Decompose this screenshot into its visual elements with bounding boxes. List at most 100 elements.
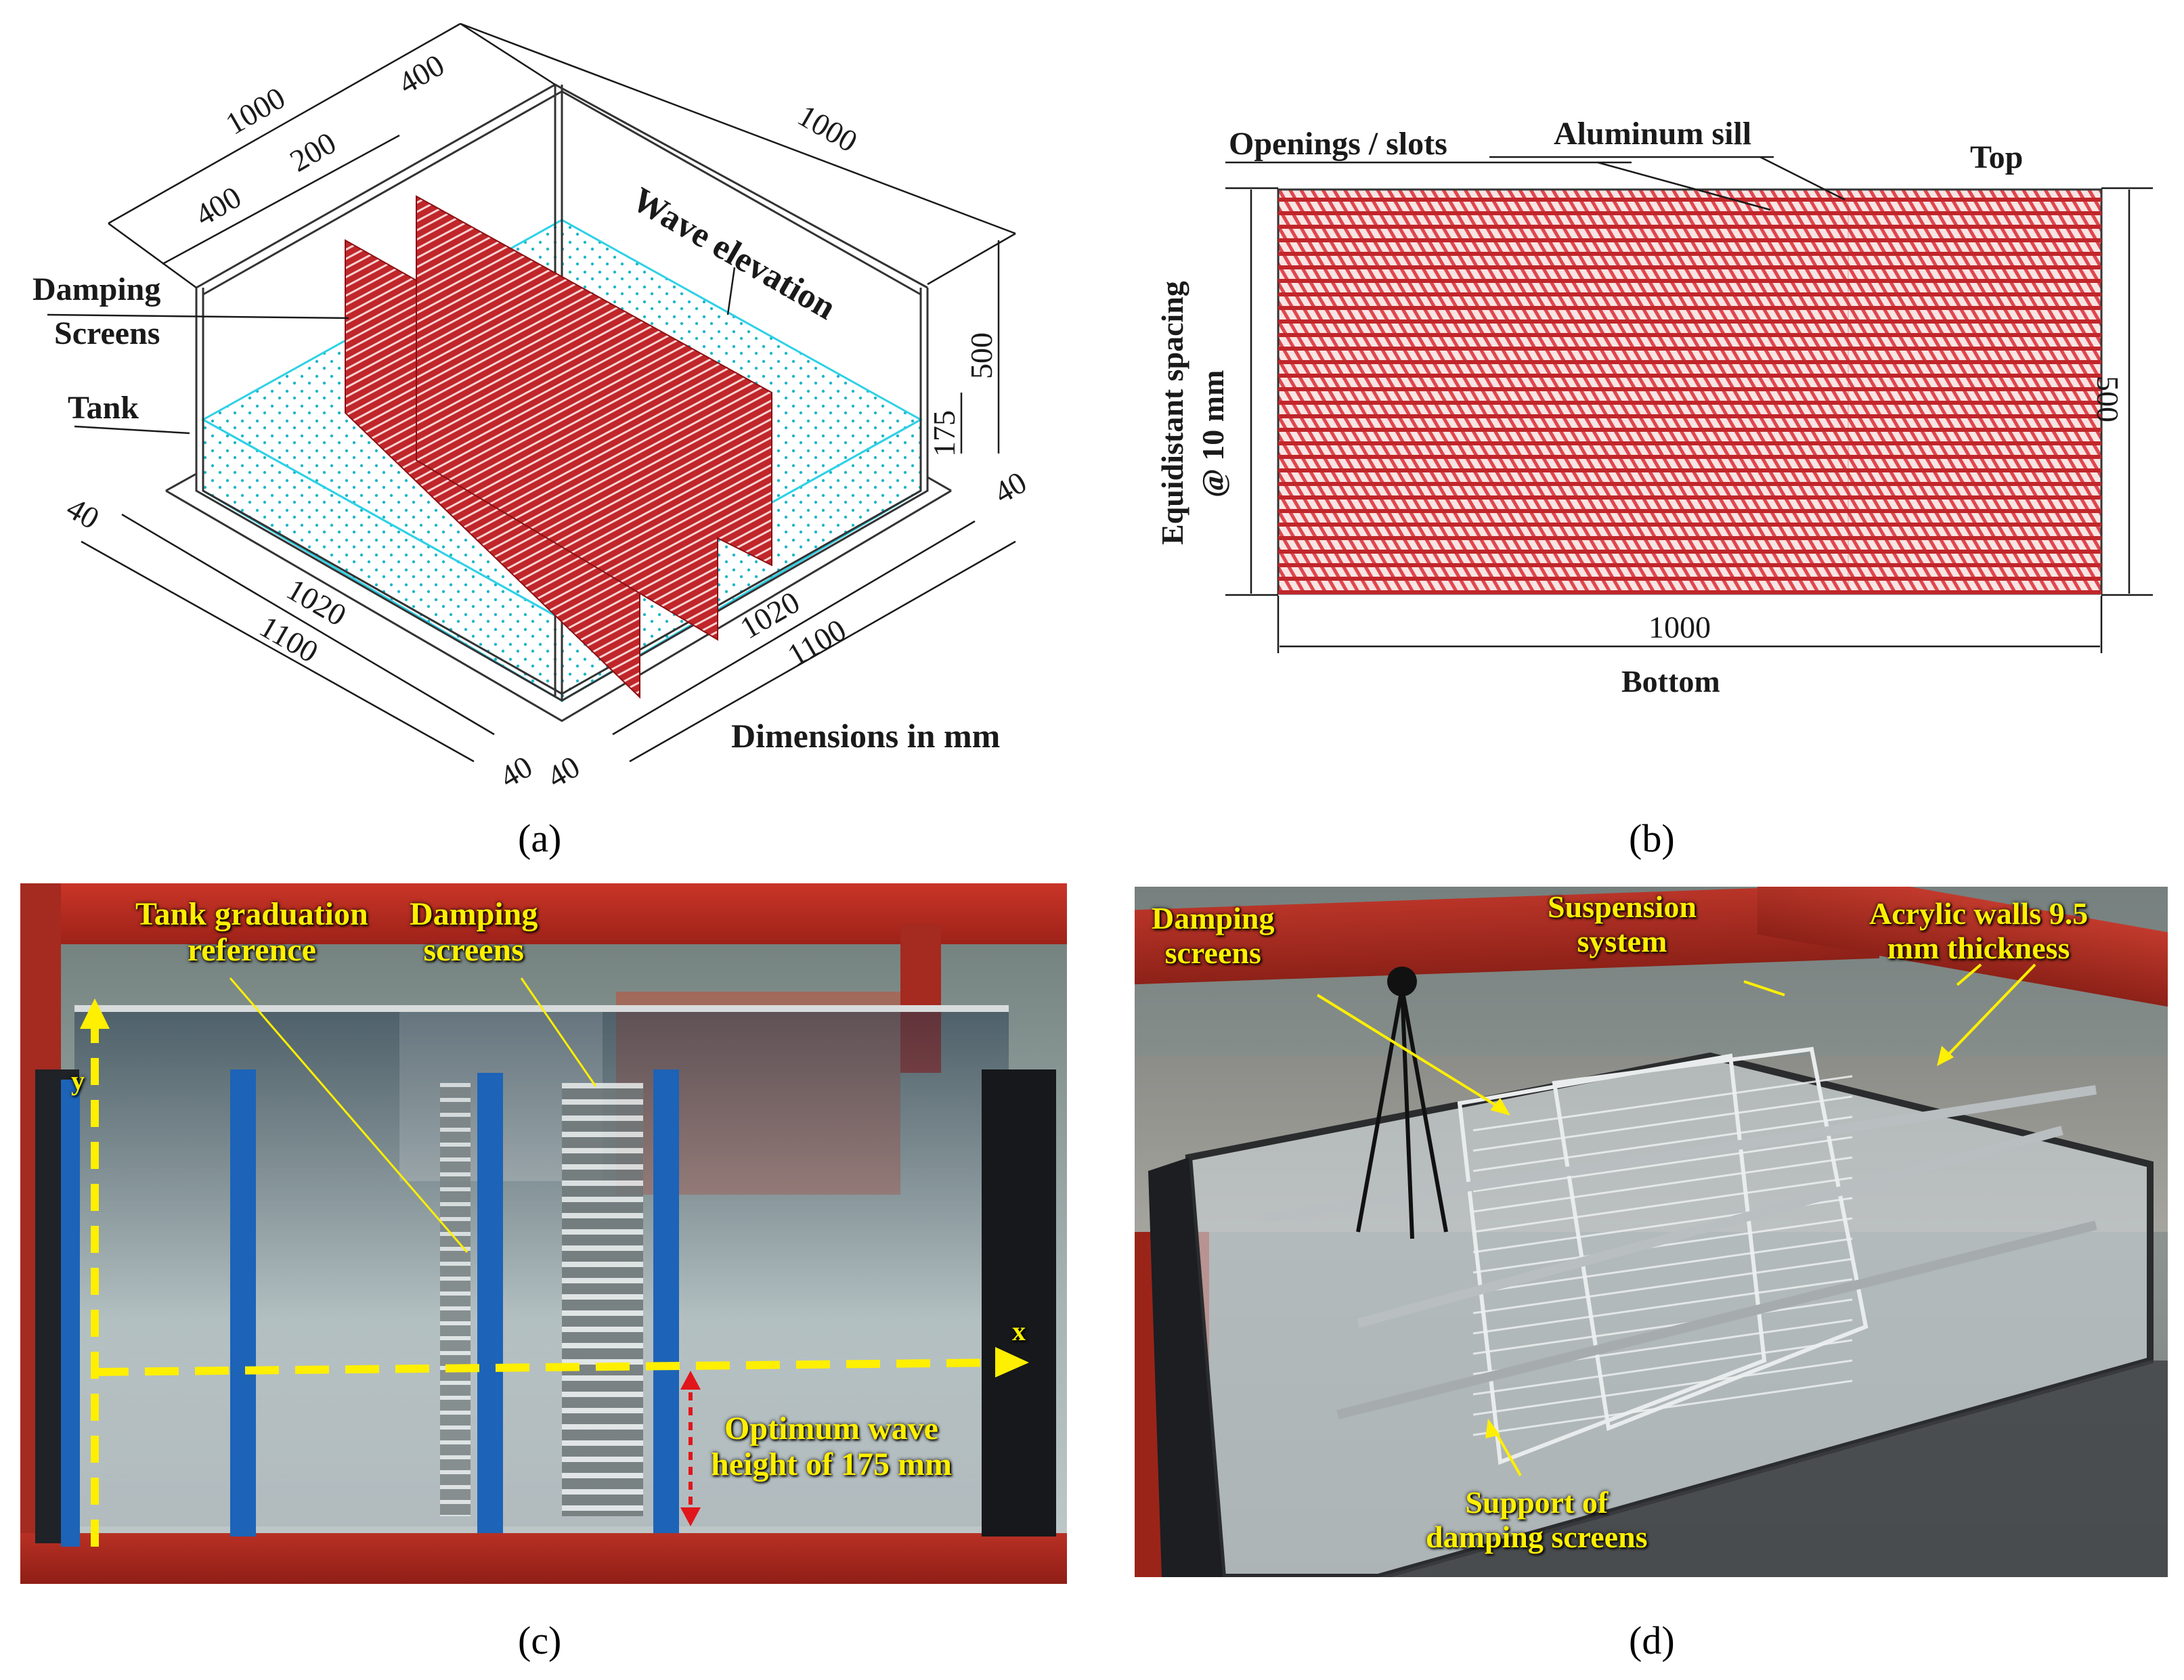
aluminum-sill — [1278, 482, 2101, 486]
screen-slat — [1472, 1237, 1853, 1294]
aluminum-sill — [1278, 360, 2101, 364]
dim-40-bottom-2: 40 — [542, 749, 586, 794]
aluminum-sill — [1278, 333, 2101, 337]
dim-500: 500 — [964, 332, 999, 379]
aluminum-sill — [1278, 292, 2101, 296]
damping-screen-2 — [416, 195, 772, 641]
dim-1000-right: 1000 — [792, 97, 863, 158]
screen-slats-c — [562, 1083, 643, 1516]
aluminum-sill — [1278, 523, 2101, 527]
dim-175: 175 — [927, 410, 961, 457]
suspension-line-2: system — [1577, 923, 1667, 958]
aluminum-sill — [1278, 590, 2101, 594]
aluminum-sill — [1278, 536, 2101, 540]
screen-slat — [1472, 1136, 1853, 1193]
photo-top-view: Damping screens Suspension system Acryli… — [1135, 887, 2168, 1577]
tank-label: Tank — [68, 390, 139, 426]
dim-1000-left: 1000 — [220, 80, 291, 141]
acrylic-walls-line-2: mm thickness — [1887, 930, 2070, 965]
aluminum-sill — [1278, 468, 2101, 472]
dim-40-top-right: 40 — [988, 464, 1032, 510]
red-frame-bottom — [20, 1533, 1067, 1584]
screen-slat — [1472, 1379, 1853, 1436]
aluminum-sill — [1278, 252, 2101, 256]
dim-400-a: 400 — [190, 179, 247, 233]
screen-slat — [1472, 1176, 1853, 1233]
damping-screens-d-line-1: Damping — [1152, 901, 1275, 935]
screen-slats-c2 — [440, 1083, 471, 1516]
aluminum-sill — [1278, 238, 2101, 242]
photo-d-drawing — [1148, 963, 2168, 1577]
caption-d: (d) — [1629, 1618, 1675, 1662]
aluminum-sill — [1278, 198, 2101, 202]
spacing-label-1: Equidistant spacing — [1155, 281, 1189, 545]
aluminum-sill — [1278, 577, 2101, 581]
screens-label: Screens — [54, 315, 160, 351]
aluminum-sill — [1278, 495, 2101, 500]
screen-slat — [1472, 1075, 1853, 1132]
support-label: Support of damping screens — [1426, 1485, 1648, 1554]
red-frame-top — [20, 883, 1067, 944]
aluminum-sills — [1278, 198, 2101, 594]
aluminum-sill — [1278, 306, 2101, 310]
aluminum-sill — [1278, 374, 2101, 378]
optimum-wave-line-2: height of 175 mm — [711, 1446, 952, 1482]
aluminum-sill — [1278, 319, 2101, 324]
dimension-lines — [81, 22, 1016, 763]
aluminum-sill — [1278, 387, 2101, 391]
panel-a: 1000 1000 400 200 400 500 175 40 40 1020… — [0, 0, 1097, 853]
tank-graduation-line-1: Tank graduation — [135, 896, 368, 932]
right-panel — [982, 1069, 1056, 1537]
sill-label: Aluminum sill — [1554, 116, 1752, 152]
dimensions-label: Dimensions in mm — [731, 717, 1001, 755]
axis-y-label: y — [71, 1065, 85, 1096]
aluminum-sill — [1278, 225, 2101, 229]
aluminum-sill — [1278, 550, 2101, 554]
graduation-bar-2 — [477, 1073, 503, 1533]
acrylic-walls-label: Acrylic walls 9.5 mm thickness — [1869, 896, 2089, 965]
screen-frame — [1277, 188, 2103, 595]
suspension-label: Suspension system — [1548, 889, 1697, 958]
acrylic-walls-line-1: Acrylic walls 9.5 — [1869, 896, 2089, 931]
screen-slat — [1472, 1156, 1853, 1213]
aluminum-sill — [1278, 428, 2101, 432]
photo-c-annotations — [80, 977, 1029, 1547]
screen-slat — [1472, 1298, 1853, 1355]
optimum-wave-label: Optimum wave height of 175 mm — [711, 1411, 952, 1483]
damping-screens-label-d: Damping screens — [1152, 901, 1275, 970]
screen-slat — [1472, 1359, 1853, 1416]
aluminum-sill — [1278, 265, 2101, 269]
graduation-bar-1 — [230, 1069, 256, 1537]
aluminum-sill — [1278, 455, 2101, 459]
aluminum-sill — [1278, 509, 2101, 513]
tank-isometric-drawing: 1000 1000 400 200 400 500 175 40 40 1020… — [47, 22, 1032, 795]
axis-x-label: x — [1012, 1316, 1026, 1346]
caption-a: (a) — [518, 816, 562, 860]
screen-slat — [1472, 1258, 1853, 1314]
damping-screens-d-line-2: screens — [1164, 935, 1261, 970]
damping-screens-c-line-2: screens — [423, 931, 524, 968]
aluminum-sill — [1278, 414, 2101, 418]
top-label: Top — [1970, 139, 2024, 175]
dim-40-bottom-1: 40 — [494, 749, 538, 794]
screen-slat — [1472, 1115, 1853, 1172]
dim-40-top-left: 40 — [61, 490, 105, 535]
screen-slat — [1472, 1217, 1853, 1274]
graduation-bar-3 — [653, 1069, 679, 1533]
tank-graduation-line-2: reference — [187, 931, 316, 968]
suspension-line-1: Suspension — [1548, 889, 1697, 924]
screen-slat — [1472, 1278, 1853, 1335]
support-line-2: damping screens — [1426, 1519, 1648, 1554]
bottom-label: Bottom — [1621, 664, 1720, 699]
aluminum-sill — [1278, 347, 2101, 351]
optimum-wave-line-1: Optimum wave — [724, 1411, 938, 1446]
tank-graduation-label: Tank graduation reference — [135, 896, 368, 969]
damping-screens-label-c: Damping screens — [410, 896, 538, 969]
photo-front-view: Tank graduation reference Damping screen… — [20, 883, 1067, 1584]
damping-screens-c-line-1: Damping — [410, 896, 538, 932]
label-leaders — [47, 267, 736, 435]
dim-400-b: 400 — [393, 47, 450, 101]
caption-b: (b) — [1629, 816, 1675, 860]
height-label: 500 — [2091, 376, 2125, 422]
spacing-label-2: @ 10 mm — [1196, 370, 1230, 498]
